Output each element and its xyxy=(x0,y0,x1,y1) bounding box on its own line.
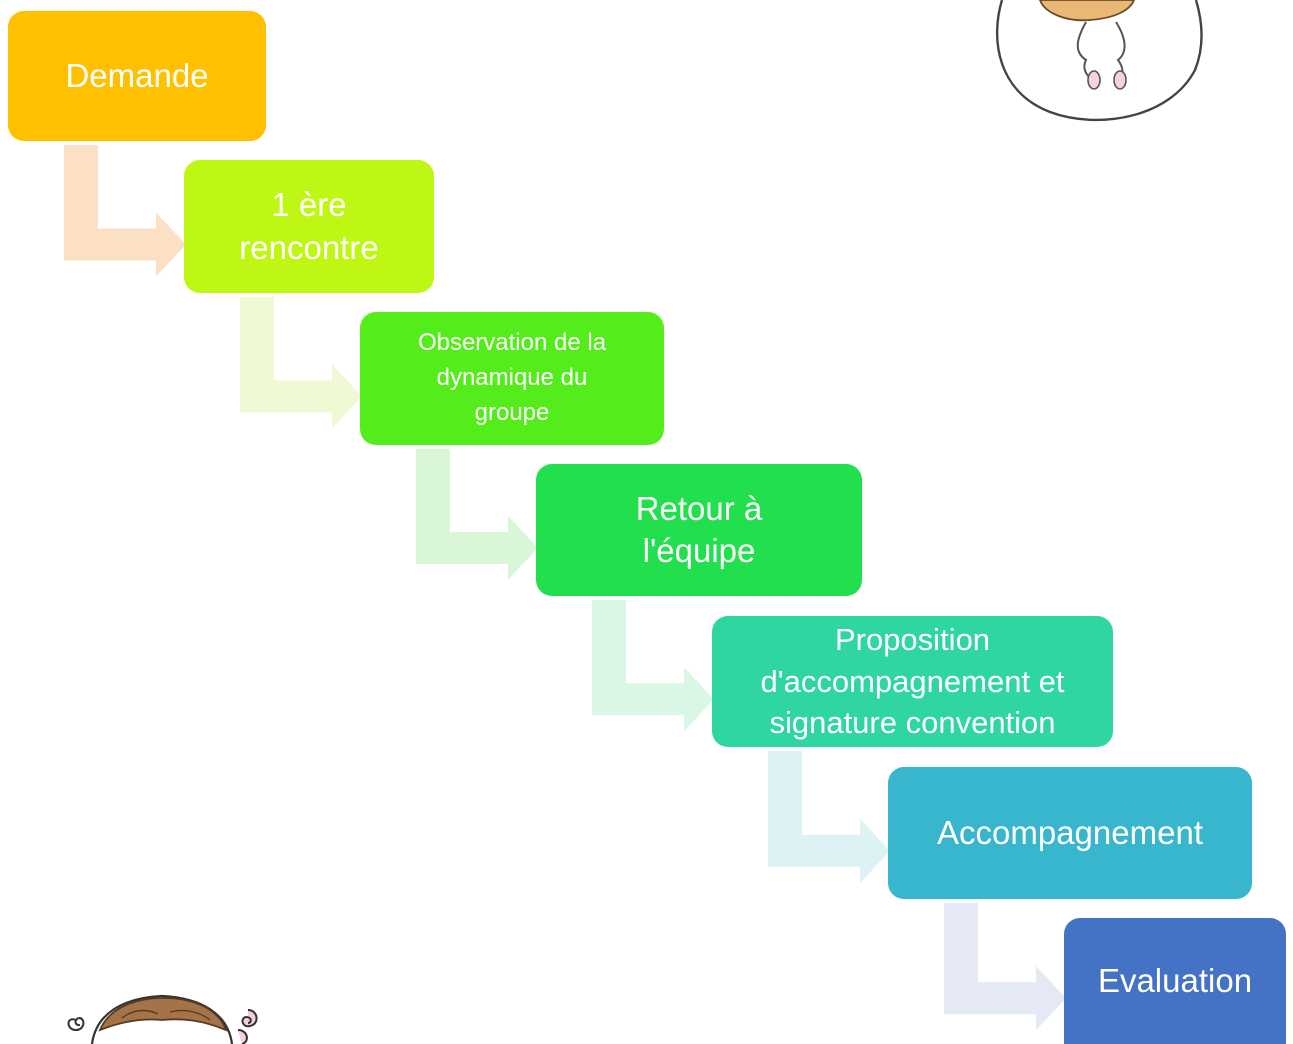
step-label-premiere-rencontre: 1 ère rencontre xyxy=(239,186,379,266)
step-premiere-rencontre: 1 ère rencontre xyxy=(184,160,434,293)
connector-arrow-rencontre xyxy=(240,297,362,429)
step-label-proposition: Proposition d'accompagnement et signatur… xyxy=(760,622,1065,741)
step-accompagnement: Accompagnement xyxy=(888,767,1252,899)
connector-arrow-proposition xyxy=(768,751,890,883)
step-label-demande: Demande xyxy=(65,56,209,94)
step-label-accompagnement: Accompagnement xyxy=(937,813,1203,851)
connector-arrow-accompagnement xyxy=(944,903,1066,1031)
step-retour-equipe: Retour à l'équipe xyxy=(536,464,862,596)
connector-arrow-retour xyxy=(592,600,714,732)
step-label-observation: Observation de la dynamique du groupe xyxy=(417,329,607,426)
connector-arrow-demande xyxy=(64,145,186,277)
step-demande: Demande xyxy=(8,11,266,141)
egg-doodle-icon xyxy=(995,0,1203,122)
step-proposition: Proposition d'accompagnement et signatur… xyxy=(712,616,1113,747)
step-observation: Observation de la dynamique du groupe xyxy=(360,312,664,445)
step-label-evaluation: Evaluation xyxy=(1097,961,1253,999)
connector-arrow-observation xyxy=(416,449,538,580)
step-label-retour-equipe: Retour à l'équipe xyxy=(635,489,763,569)
girl-face-doodle-icon xyxy=(67,994,258,1044)
step-evaluation: Evaluation xyxy=(1064,918,1286,1044)
